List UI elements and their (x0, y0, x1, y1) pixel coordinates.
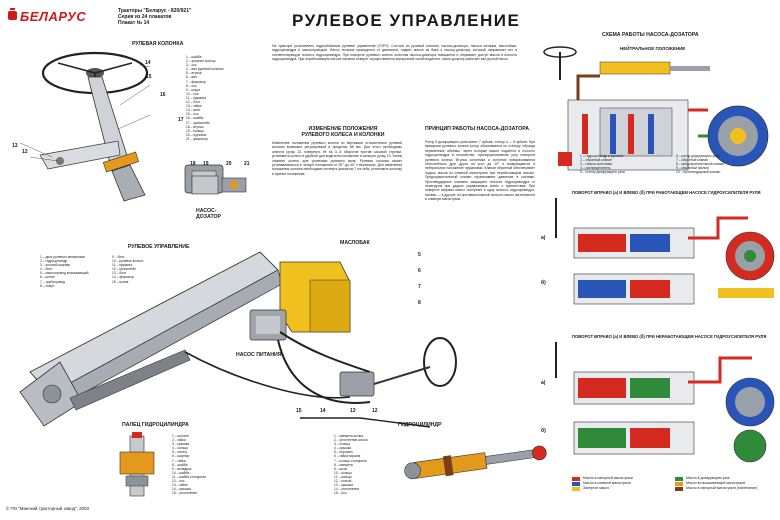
intro-text: На тракторе установлено гидрообъёмное ру… (272, 44, 517, 62)
callout-13: 13 (12, 143, 18, 149)
callout-17: 17 (178, 117, 184, 123)
callout-12b: 12 (372, 408, 378, 414)
key-item: Масло в напорной магистрали (нагнетание) (675, 486, 772, 491)
cylinder-drawing (404, 445, 547, 480)
callout-7: 7 (418, 284, 421, 290)
principle-text: Ротор 5 дозирующего узла имеет 7 зубьев,… (425, 140, 535, 202)
right-turn-scheme (555, 198, 775, 305)
callout-6: 6 (418, 268, 421, 274)
callout-8: 8 (418, 300, 421, 306)
key-item: Масло во всасывающей магистрали (675, 481, 772, 486)
steering-legend: 1 – диск рулевого механизма 2 – гидроцил… (40, 255, 89, 288)
belarus-logo (8, 8, 17, 20)
key-item: Запертое масло (572, 486, 669, 491)
callout-15b: 15 (296, 408, 302, 414)
pin-drawing (119, 432, 155, 497)
footer-copyright: © ПО "Минский тракторный завод", 2003 (6, 506, 89, 511)
scheme-legend-left: 1 – гидроцилиндр в рулевой 2 – обратный … (580, 154, 625, 175)
adjust-text: Изменение положения рулевого колеса по в… (272, 141, 402, 176)
column-legend: 1 – шайба 2 – упорное кольцо 3 – ось 4 –… (186, 55, 224, 141)
brand-name: БЕЛАРУС (20, 9, 87, 24)
steering-legend-2: 9 – болт 10 – рулевое колесо 11 – пружин… (112, 255, 144, 284)
key-item: Масло в сливной магистрали (572, 481, 669, 486)
page-title: РУЛЕВОЕ УПРАВЛЕНИЕ (292, 11, 521, 30)
callout-5: 5 (418, 252, 421, 258)
callout-21: 21 (244, 161, 250, 167)
callout-19: 19 (203, 161, 209, 167)
label-a-1: а) (541, 235, 546, 241)
callout-15: 15 (146, 74, 152, 80)
section-column-title: РУЛЕВАЯ КОЛОНКА (132, 41, 184, 47)
section-steering-title: РУЛЕВОЕ УПРАВЛЕНИЕ (128, 244, 190, 250)
tank-label: МАСЛОБАК (340, 240, 370, 246)
section-principle-title: ПРИНЦИП РАБОТЫ НАСОСА-ДОЗАТОРА (425, 126, 529, 132)
pump-label: НАСОС ПИТАНИЯ (236, 352, 282, 358)
color-key: Масло в напорной магистрали Масло в дози… (572, 476, 772, 491)
key-item: Масло в напорной магистрали (572, 476, 669, 481)
column-detail-drawing (191, 175, 247, 195)
callout-20: 20 (226, 161, 232, 167)
left-turn-scheme (555, 342, 775, 463)
label-b-1: б) (541, 280, 546, 286)
callout-14b: 14 (320, 408, 326, 414)
key-item: Масло в дозирующем узле (675, 476, 772, 481)
section-scheme-title: СХЕМА РАБОТЫ НАСОСА-ДОЗАТОРА (602, 32, 699, 38)
section-cylinder-title: ГИДРОЦИЛИНДР (398, 422, 442, 428)
poster-header: Тракторы "Беларус - 820/921" Серия из 24… (118, 8, 192, 26)
scheme-legend-right: 6 – ротор дозирующего узла 7 – обратный … (676, 154, 725, 175)
neutral-title: НЕЙТРАЛЬНОЕ ПОЛОЖЕНИЕ (620, 46, 686, 51)
label-b-2: б) (541, 428, 546, 434)
right-turn-title: ПОВОРОТ ВПРАВО (а) И ВЛЕВО (б) ПРИ РАБОТ… (572, 190, 761, 195)
doser-label: НАСОС- ДОЗАТОР (196, 208, 222, 220)
cylinder-legend: 1 – манжета штока 2 – уплотнение штока 3… (334, 434, 368, 496)
neutral-scheme (543, 46, 769, 171)
callout-14: 14 (145, 60, 151, 66)
callout-16: 16 (160, 92, 166, 98)
callout-12: 12 (22, 149, 28, 155)
left-turn-title: ПОВОРОТ ВПРАВО (а) И ВЛЕВО (б) ПРИ НЕРАБ… (572, 334, 767, 339)
label-a-2: а) (541, 380, 546, 386)
section-adjust-title: ИЗМЕНЕНИЕ ПОЛОЖЕНИЯ РУЛЕВОГО КОЛЕСА И КО… (301, 126, 385, 138)
callout-18: 18 (190, 161, 196, 167)
pin-legend: 1 – шплинт 2 – гайка 3 – крышка 4 – коль… (172, 434, 206, 496)
callout-13b: 13 (350, 408, 356, 414)
steering-system-drawing (19, 251, 457, 428)
section-pin-title: ПАЛЕЦ ГИДРОЦИЛИНДРА (122, 422, 189, 428)
